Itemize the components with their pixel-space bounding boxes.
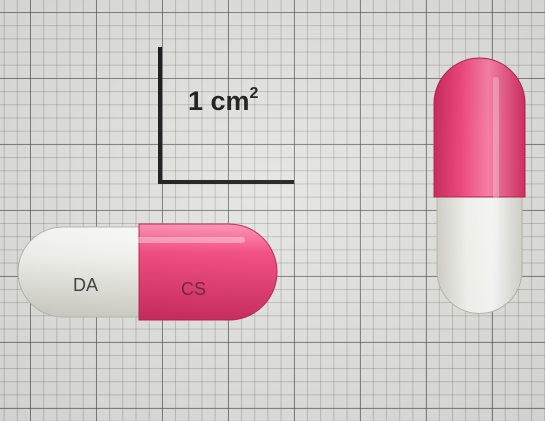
scale-label: 1 cm2 <box>188 85 259 116</box>
imprint-da: DA <box>73 275 98 295</box>
capsule-horizontal: DA CS <box>17 223 278 321</box>
capsule-white-half <box>17 226 156 318</box>
capsule-vertical-highlight <box>493 77 499 287</box>
scale-bar-vertical <box>158 47 162 184</box>
capsule-vertical-pink-half <box>433 57 526 198</box>
imprint-cs: CS <box>181 279 206 299</box>
scale-label-text: 1 cm <box>188 86 250 116</box>
scale-bar-horizontal <box>158 180 294 184</box>
capsule-vertical-white-half <box>436 184 523 314</box>
scale-label-superscript: 2 <box>249 85 259 102</box>
capsule-highlight <box>45 237 245 243</box>
capsule-vertical <box>433 57 526 314</box>
capsule-pink-half <box>138 223 278 321</box>
